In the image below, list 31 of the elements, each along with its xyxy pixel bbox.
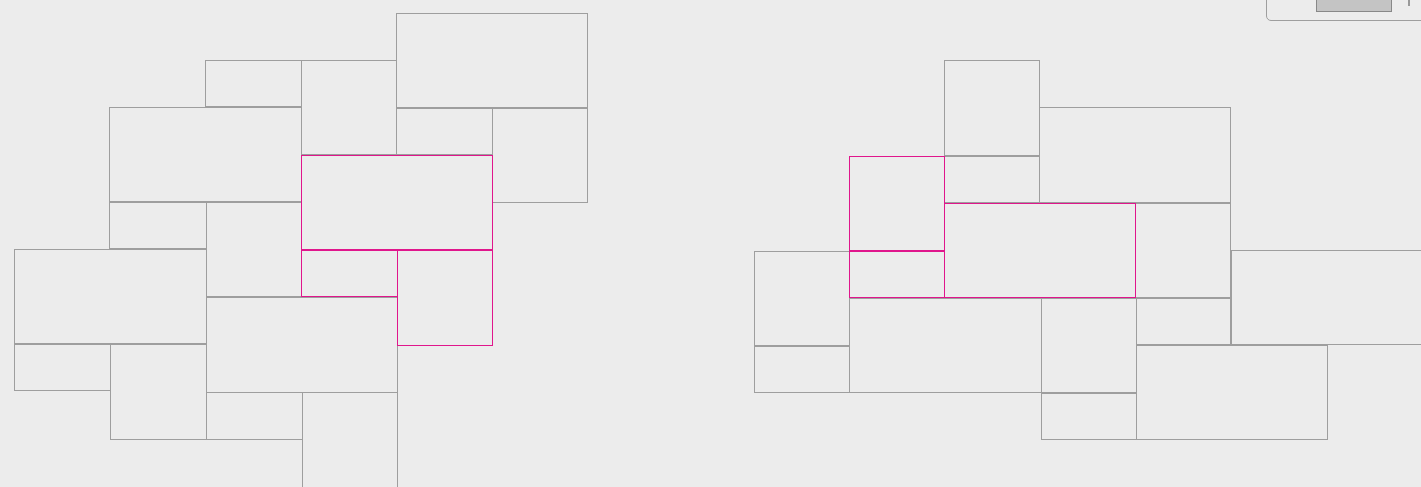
rectangle-tile (849, 298, 1042, 393)
rectangle-tile (206, 297, 398, 393)
rectangle-tile (110, 344, 207, 440)
rectangle-tile (492, 108, 588, 203)
rectangle-tile (205, 60, 302, 107)
rectangle-tile (849, 251, 945, 298)
rectangle-tile (754, 346, 850, 393)
rectangle-tile (397, 250, 493, 346)
rectangle-tile (944, 203, 1136, 298)
rectangle-tile (396, 108, 493, 155)
rectangle-tile (14, 249, 207, 344)
rectangle-tile (849, 156, 945, 251)
rectangle-tile (206, 202, 302, 297)
rectangle-tile (944, 156, 1040, 203)
rectangle-tile (109, 202, 207, 249)
rectangle-tile (1039, 107, 1231, 203)
rectangle-tile (754, 251, 850, 346)
rectangle-tile (301, 155, 493, 250)
rectangle-tile (1136, 345, 1328, 440)
rectangle-tile (1041, 298, 1137, 393)
rectangle-tile (302, 392, 398, 487)
rectangle-tile (1041, 393, 1137, 440)
rectangle-tile (396, 13, 588, 108)
rectangle-tile (1135, 203, 1231, 298)
rectangle-tile (301, 250, 398, 297)
rectangle-tile (944, 60, 1040, 156)
rectangle-tile (14, 344, 111, 391)
rectangle-tile (1136, 298, 1231, 345)
rectangle-tile (301, 60, 397, 155)
rectangle-tile (109, 107, 302, 202)
rectangle-tile (1231, 250, 1421, 345)
